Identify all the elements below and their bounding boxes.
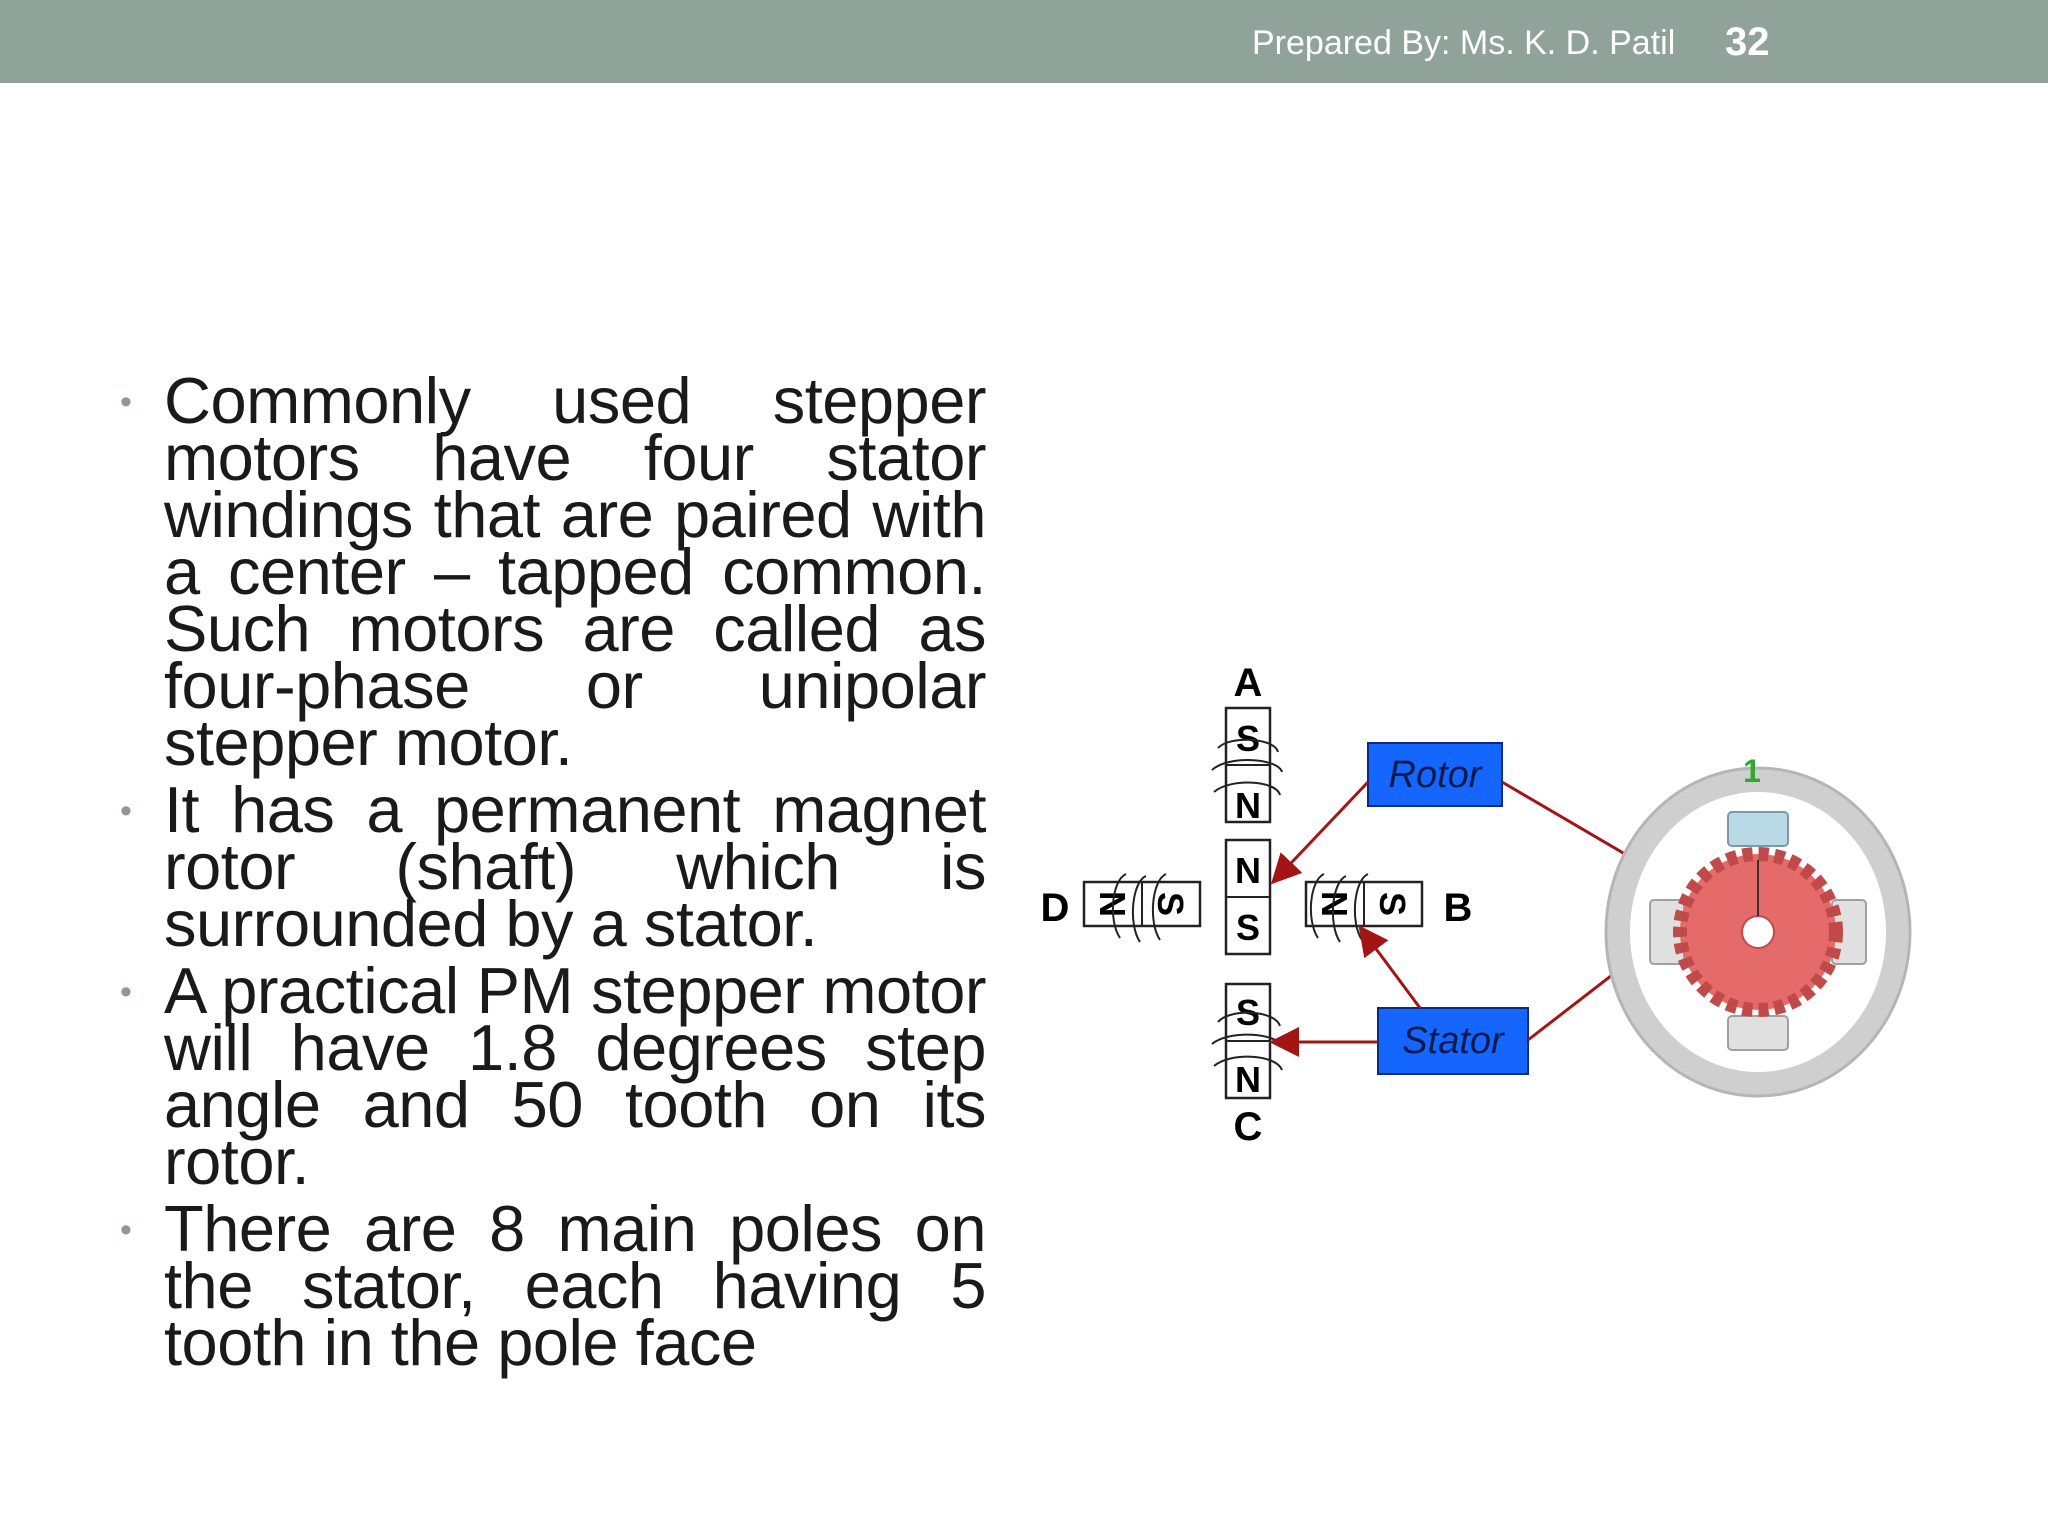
rotor-callout: Rotor (1367, 742, 1503, 807)
phase-b-label: B (1444, 886, 1473, 930)
step-marker: 1 (1743, 753, 1761, 789)
bullet-item: •There are 8 main poles on the stator, e… (118, 1196, 987, 1375)
stator-pole-b: N S (1304, 873, 1424, 943)
page-number: 32 (1725, 20, 1770, 64)
pole-label-n: N (1235, 785, 1261, 826)
phase-a-label: A (1234, 661, 1263, 705)
bullet-dot-icon: • (120, 383, 132, 421)
pole-label-s: S (1150, 892, 1191, 916)
pole-label-s: S (1236, 718, 1260, 759)
rotor-magnet: N S (1224, 838, 1272, 956)
stator-arrow-up (1358, 925, 1422, 1009)
rotor-arrow-left (1270, 780, 1370, 885)
pole-label-n: N (1235, 1059, 1261, 1100)
bullet-item: •It has a permanent magnet rotor (shaft)… (118, 777, 987, 956)
stator-label: Stator (1402, 1020, 1505, 1062)
pole-label-s: S (1372, 892, 1413, 916)
bullet-item: •Commonly used stepper motors have four … (118, 368, 987, 775)
bullet-dot-icon: • (120, 973, 132, 1011)
bullet-text: Commonly used stepper motors have four s… (164, 364, 987, 779)
pole-label-s: S (1236, 907, 1260, 948)
phase-c-label: C (1234, 1105, 1263, 1149)
bullet-dot-icon: • (120, 792, 132, 830)
bullet-text: A practical PM stepper motor will have 1… (164, 954, 987, 1198)
stator-callout: Stator (1377, 1007, 1529, 1075)
bullet-list-container: •Commonly used stepper motors have four … (118, 368, 987, 1381)
bullet-text: There are 8 main poles on the stator, ea… (164, 1192, 987, 1379)
author-credit: Prepared By: Ms. K. D. Patil (1252, 24, 1676, 62)
bullet-item: •A practical PM stepper motor will have … (118, 958, 987, 1194)
phase-d-label: D (1041, 886, 1070, 930)
pole-label-n: N (1235, 850, 1261, 891)
motor-cross-section: 1 (1604, 753, 1912, 1098)
bullet-dot-icon: • (120, 1211, 132, 1249)
energized-pole (1727, 811, 1789, 847)
rotor-label: Rotor (1389, 754, 1483, 796)
stator-pole-c: S N (1211, 982, 1285, 1100)
stator-pole-a: S N (1211, 706, 1283, 826)
bullet-text: It has a permanent magnet rotor (shaft) … (164, 773, 987, 960)
slide-header: Prepared By: Ms. K. D. Patil 32 (0, 0, 2048, 83)
bullet-list: •Commonly used stepper motors have four … (118, 368, 987, 1375)
stator-pole-d: N S (1082, 873, 1202, 943)
